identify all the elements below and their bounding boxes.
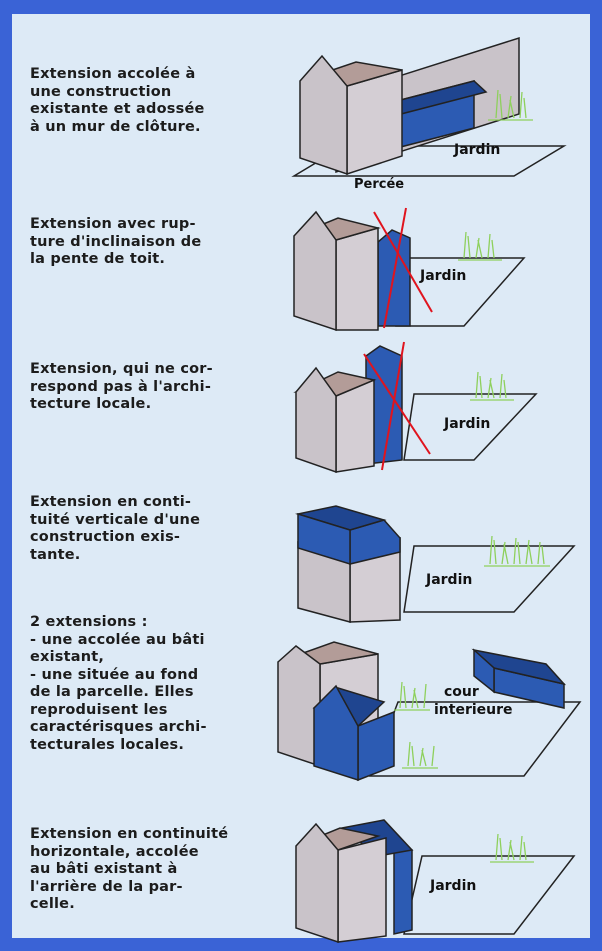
forbidden-cross	[363, 341, 431, 471]
back-extension-facade	[473, 648, 495, 694]
house-facade	[295, 366, 337, 474]
house-side	[346, 69, 403, 176]
grass-tuft	[394, 681, 438, 769]
house-facade	[293, 210, 337, 332]
parcel-outline	[403, 855, 576, 935]
caption-deux-extensions: 2 extensions : - une accolée au bâti exi…	[30, 614, 207, 753]
extension-facade	[297, 512, 351, 566]
house-facade	[299, 54, 348, 176]
grass-tuft	[458, 231, 502, 261]
courtyard-label: cour interieure	[434, 684, 513, 718]
illustration-panel: Extension accolée à une construction exi…	[12, 14, 590, 944]
garden-label: Jardin	[429, 878, 476, 894]
parcel-outline	[403, 545, 576, 613]
courtyard-label-line: cour	[444, 684, 479, 700]
courtyard-label-line: interieure	[434, 702, 513, 718]
house-facade	[295, 822, 339, 944]
caption-architecture-locale: Extension, qui ne cor- respond pas à l'a…	[30, 361, 213, 412]
side-extension-facade	[313, 684, 359, 782]
parcel-outline	[403, 393, 538, 461]
garden-label: Jardin	[419, 268, 466, 284]
diagram-extension-adossee: Jardin Percée	[291, 36, 567, 192]
caption-extension-adossee: Extension accolée à une construction exi…	[30, 66, 205, 135]
house-side	[335, 227, 379, 331]
opening-label: Percée	[354, 177, 404, 192]
diagram-continuite-verticale: Jardin	[295, 505, 576, 623]
caption-continuite-horizontale: Extension en continuité horizontale, acc…	[30, 826, 229, 912]
grass-tuft	[488, 89, 533, 121]
house-side	[337, 837, 387, 943]
extension-side	[393, 838, 413, 935]
grass-tuft	[490, 833, 534, 863]
diagram-continuite-horizontale: Jardin	[295, 819, 576, 944]
grass-tuft	[470, 371, 514, 401]
garden-label: Jardin	[425, 572, 472, 588]
diagram-deux-extensions: cour interieure	[277, 641, 582, 782]
garden-label: Jardin	[443, 416, 490, 432]
grass-tuft	[484, 535, 550, 567]
garden-label: Jardin	[453, 142, 500, 158]
diagram-architecture-locale: Jardin	[293, 341, 538, 474]
caption-rupture-pente: Extension avec rup- ture d'inclinaison d…	[30, 216, 202, 267]
diagram-rupture-pente: Jardin	[293, 207, 526, 332]
forbidden-cross	[373, 207, 433, 329]
caption-continuite-verticale: Extension en conti- tuité verticale d'un…	[30, 494, 201, 563]
